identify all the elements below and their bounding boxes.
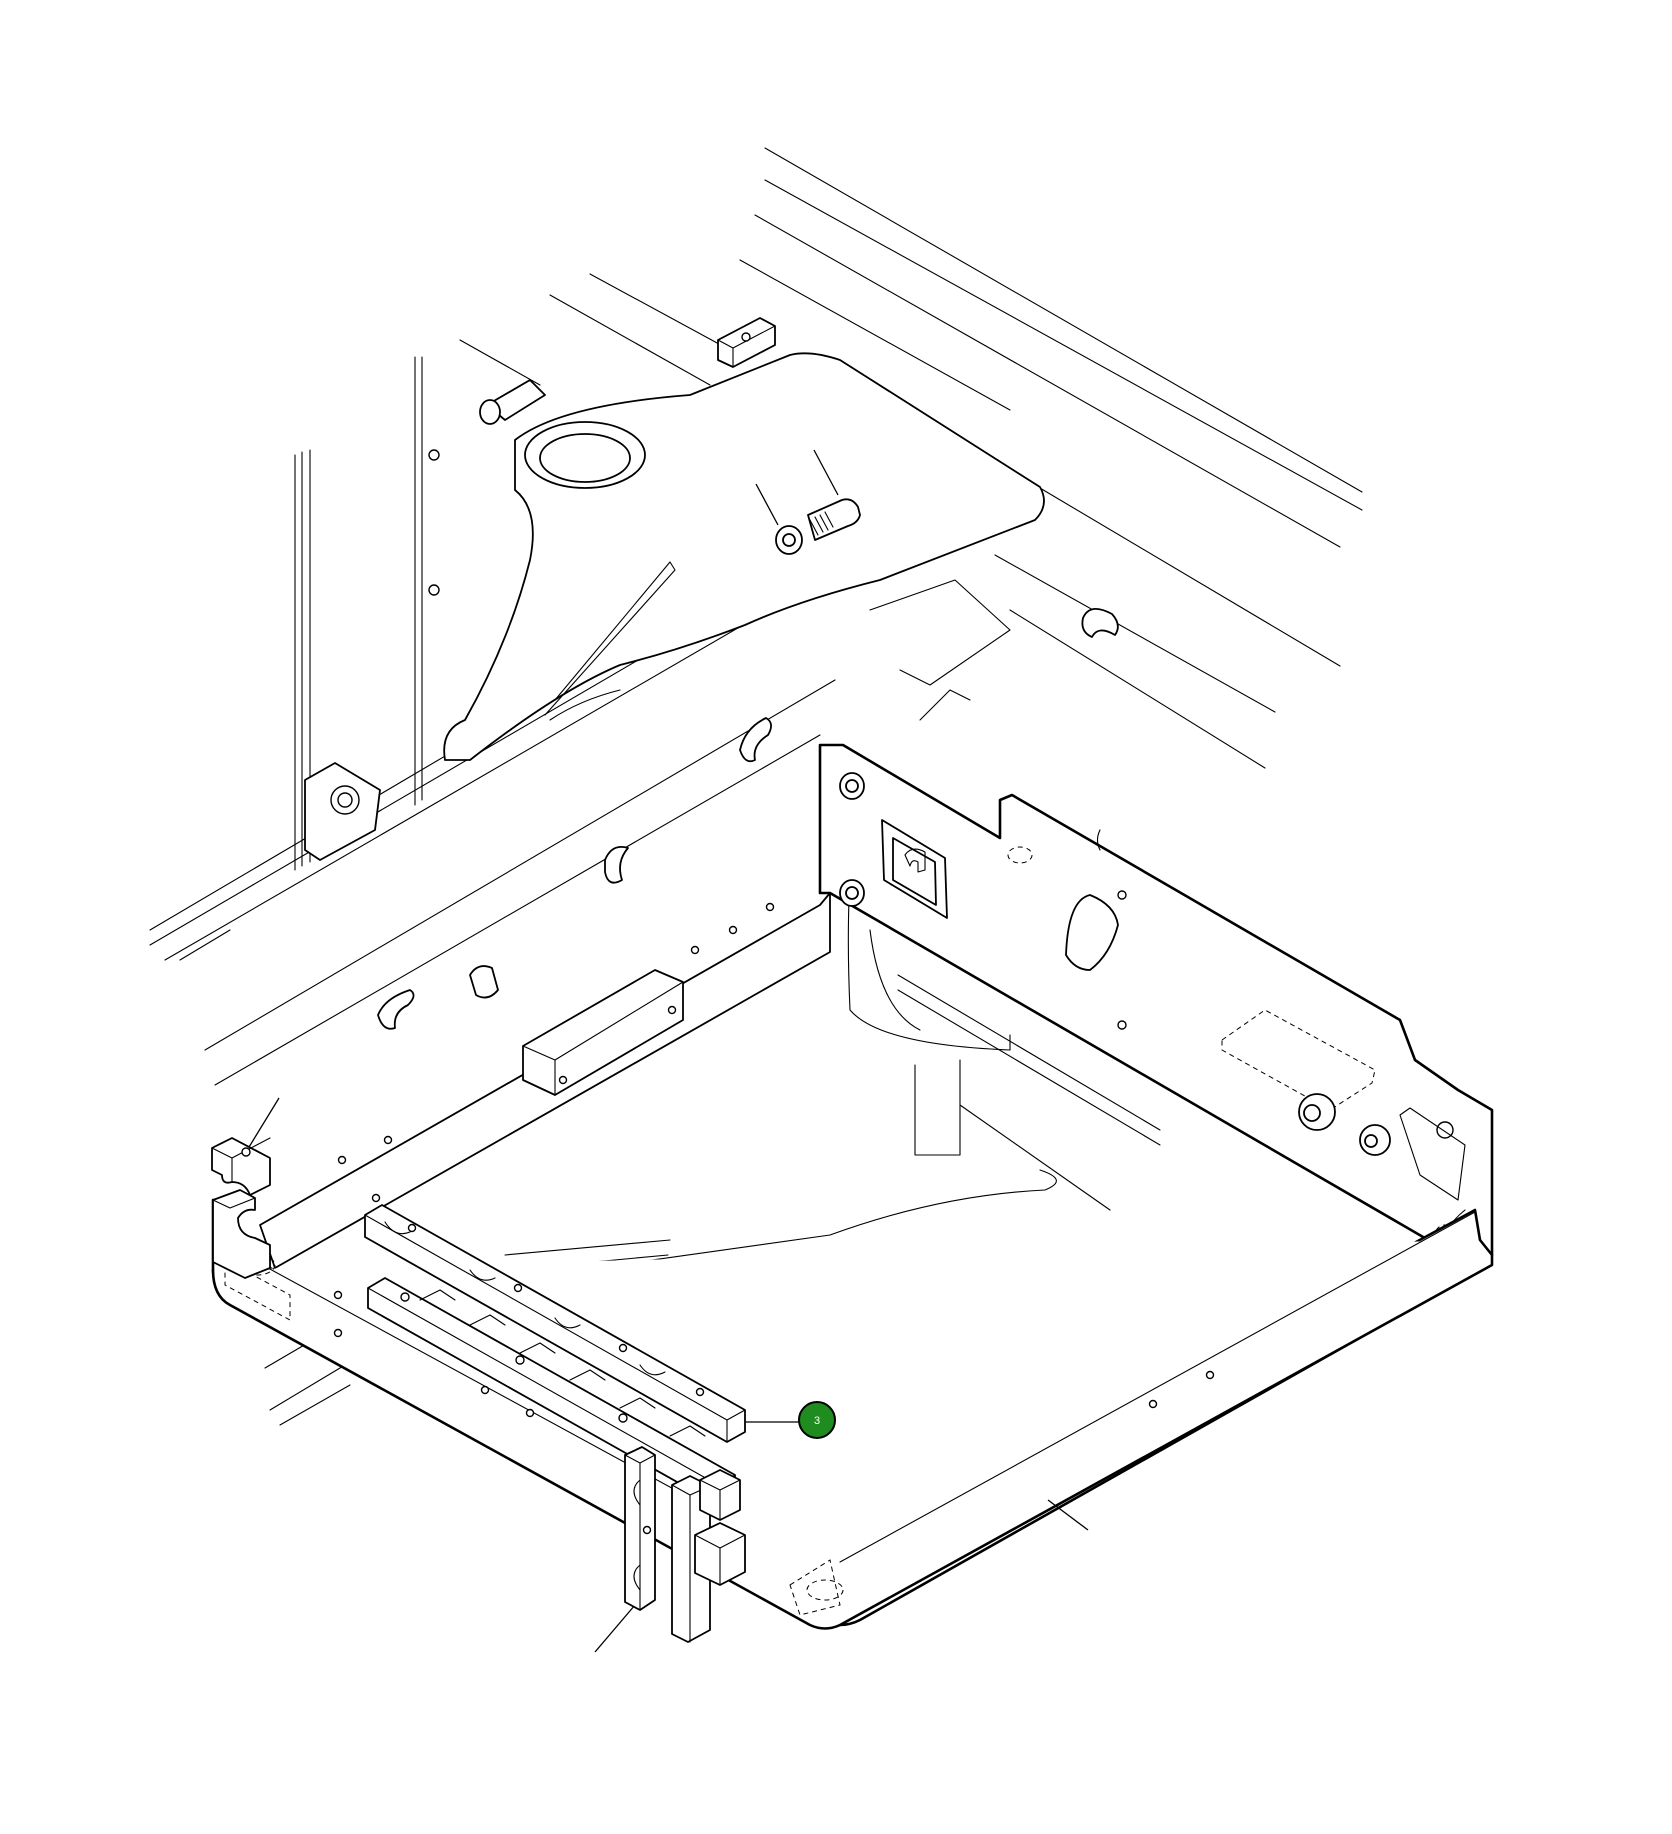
background-frame-lines (149, 147, 1363, 1426)
callout-circle (798, 1401, 836, 1439)
left-frame-mount (304, 762, 381, 861)
upper-mounting-bracket (443, 352, 1045, 761)
bolt-and-washer (755, 449, 861, 555)
clamp-bar-upper (364, 1204, 746, 1443)
cable-clip-top (717, 317, 776, 368)
vertical-clamp-blocks (594, 1446, 746, 1653)
callout-label: 3 (814, 1415, 820, 1427)
main-tray (211, 743, 1494, 1630)
detached-clip-left (211, 1097, 280, 1196)
callout-3[interactable]: 3 (745, 1401, 836, 1439)
frame-slots (377, 449, 1119, 1030)
